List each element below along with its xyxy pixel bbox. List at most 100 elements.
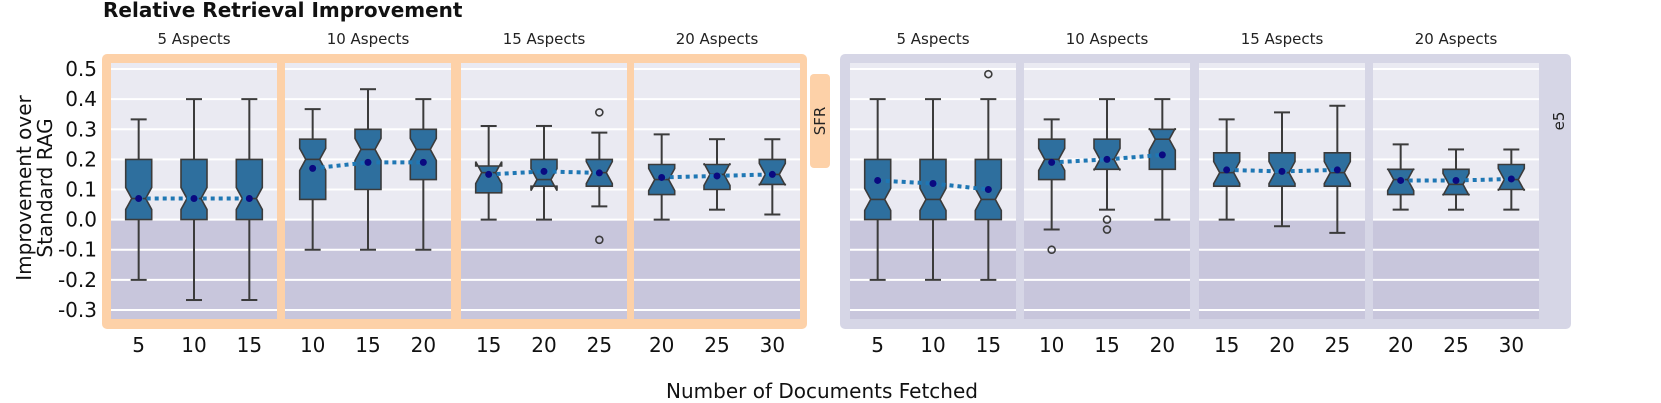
x-tick-label: 15 (1214, 333, 1239, 357)
y-axis-label-line1: Improvement over (12, 94, 36, 280)
x-tick-label: 10 (300, 333, 325, 357)
mean-point (1397, 176, 1405, 184)
y-tick-label: 0.5 (65, 57, 97, 81)
x-tick-label: 5 (132, 333, 145, 357)
x-tick-label: 25 (587, 333, 612, 357)
box (919, 158, 947, 221)
mean-point (658, 173, 666, 181)
y-tick-label: -0.3 (58, 298, 97, 322)
facet-title: 10 Aspects (327, 30, 410, 48)
x-tick-label: 15 (976, 333, 1001, 357)
facet-title: 5 Aspects (896, 30, 969, 48)
mean-line (1051, 152, 1163, 165)
y-tick-label: 0.4 (65, 87, 97, 111)
x-tick-label: 25 (704, 333, 729, 357)
mean-line (1400, 177, 1512, 183)
mean-point (364, 158, 372, 166)
mean-point (1103, 155, 1111, 163)
mean-point (929, 179, 937, 187)
box (235, 158, 264, 221)
x-tick-label: 30 (1499, 333, 1524, 357)
x-tick-label: 20 (1269, 333, 1294, 357)
x-tick-label: 5 (871, 333, 884, 357)
facet-title: 20 Aspects (1415, 30, 1498, 48)
facet-title: 20 Aspects (676, 30, 759, 48)
box (180, 158, 208, 221)
negative-region (1199, 219, 1365, 319)
mean-point (419, 158, 427, 166)
box (530, 158, 558, 191)
mean-point (984, 185, 992, 193)
y-axis-label-line2: Standard RAG (33, 118, 57, 257)
outlier-point (595, 108, 604, 117)
facet-title: 5 Aspects (157, 30, 230, 48)
negative-region (1373, 219, 1539, 319)
mean-point (309, 164, 317, 172)
x-tick-label: 20 (649, 333, 674, 357)
mean-point (713, 172, 721, 180)
chart-title: Relative Retrieval Improvement (103, 0, 463, 22)
box (863, 158, 892, 221)
y-tick-label: 0.2 (65, 147, 97, 171)
box (409, 128, 438, 181)
outlier-point (984, 69, 993, 79)
mean-line (877, 178, 989, 192)
x-tick-label: 25 (1325, 333, 1350, 357)
mean-point (595, 169, 603, 177)
box (124, 158, 153, 221)
group-label: e5 (1550, 112, 1568, 131)
x-tick-label: 15 (237, 333, 262, 357)
group-strip-SFR (810, 74, 830, 168)
x-tick-label: 15 (355, 333, 380, 357)
x-tick-label: 15 (1094, 333, 1119, 357)
x-tick-label: 10 (181, 333, 206, 357)
mean-point (1333, 166, 1341, 174)
x-tick-label: 10 (1039, 333, 1064, 357)
x-tick-label: 20 (1388, 333, 1413, 357)
box (1148, 127, 1177, 171)
outlier-point (595, 235, 604, 245)
x-tick-label: 20 (411, 333, 436, 357)
x-tick-label: 10 (920, 333, 945, 357)
mean-point (485, 170, 493, 178)
mean-point (1048, 158, 1056, 166)
x-tick-label: 15 (476, 333, 501, 357)
mean-line (488, 169, 600, 177)
x-axis-label: Number of Documents Fetched (666, 379, 978, 403)
mean-point (1452, 176, 1460, 184)
outlier-point (1102, 225, 1112, 234)
mean-point (190, 195, 198, 203)
mean-point (768, 170, 776, 178)
mean-point (1158, 151, 1166, 159)
mean-point (1507, 175, 1515, 183)
x-tick-label: 20 (531, 333, 556, 357)
box (1093, 138, 1121, 171)
negative-region (634, 219, 800, 319)
group-strip-e5 (1549, 74, 1569, 168)
negative-region (461, 219, 627, 319)
group-band-SFR (102, 54, 807, 329)
negative-region (1024, 219, 1190, 319)
group-label: SFR (811, 107, 829, 136)
mean-point (135, 195, 143, 203)
facet-title: 10 Aspects (1066, 30, 1149, 48)
facet-title: 15 Aspects (503, 30, 586, 48)
y-tick-label: -0.1 (58, 238, 97, 262)
x-tick-label: 30 (760, 333, 785, 357)
mean-point (1278, 167, 1286, 175)
mean-line (1226, 167, 1338, 174)
facet-title: 15 Aspects (1241, 30, 1324, 48)
mean-point (874, 176, 882, 184)
mean-line (661, 172, 773, 180)
y-tick-label: 0.0 (65, 208, 97, 232)
mean-point (245, 195, 253, 203)
y-tick-label: 0.3 (65, 117, 97, 141)
x-tick-label: 20 (1150, 333, 1175, 357)
y-tick-label: 0.1 (65, 177, 97, 201)
x-tick-label: 25 (1443, 333, 1468, 357)
mean-point (1223, 166, 1231, 174)
outlier-point (1102, 215, 1112, 224)
mean-point (540, 167, 548, 175)
mean-line (312, 160, 424, 171)
